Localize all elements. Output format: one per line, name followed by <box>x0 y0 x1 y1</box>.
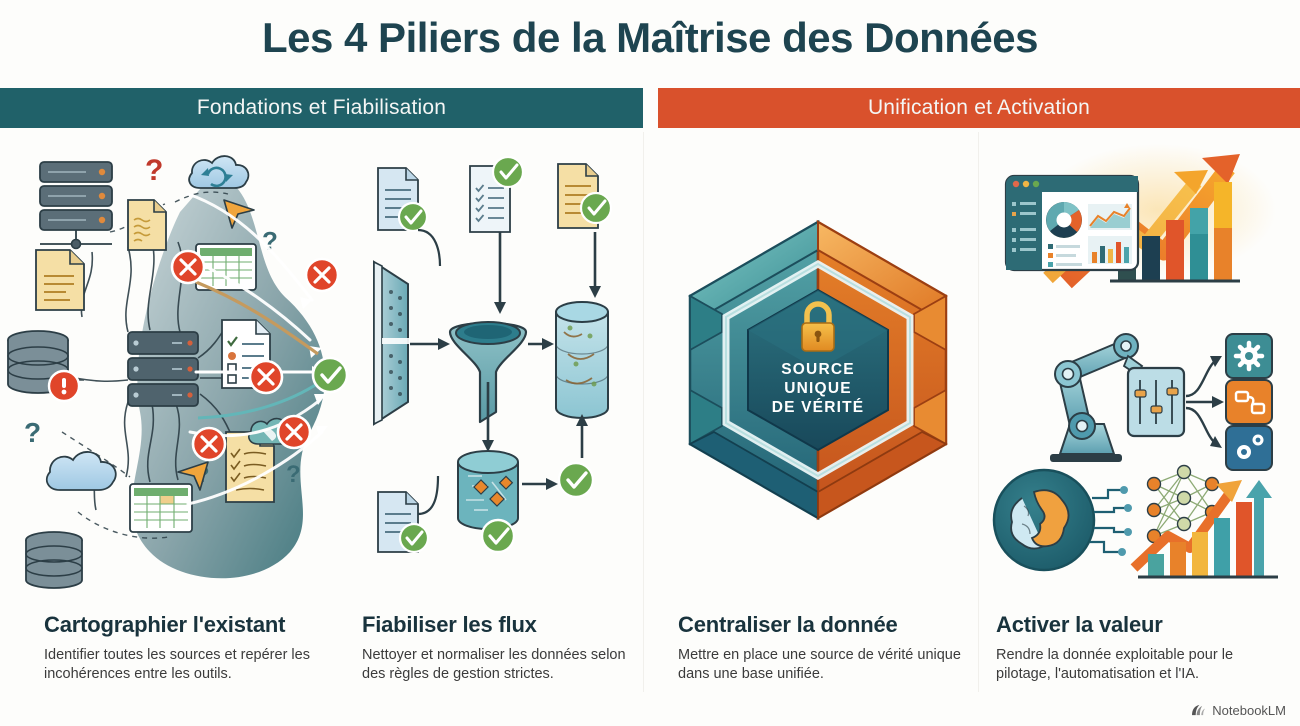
data-cylinder-icon <box>457 450 519 530</box>
error-badge-icon <box>248 359 284 395</box>
error-badge-icon <box>304 257 340 293</box>
caption-fiabiliser: Fiabiliser les flux Nettoyer et normalis… <box>362 612 642 684</box>
database-warning-icon <box>7 330 81 403</box>
cursor-arrow-icon <box>177 461 209 491</box>
band-unification: Unification et Activation <box>658 88 1300 128</box>
caption-body: Mettre en place une source de vérité uni… <box>678 647 961 682</box>
success-badge-icon <box>480 518 516 554</box>
bar-chart-icon <box>1110 182 1240 283</box>
caption-heading: Activer la valeur <box>996 612 1163 637</box>
spreadsheet-icon <box>129 483 193 533</box>
caption-body: Rendre la donnée exploitable pour le pil… <box>996 647 1234 682</box>
question-mark-icon: ? <box>262 226 278 256</box>
badge-line-1: SOURCE <box>781 361 855 378</box>
flow-arrow-teal <box>197 380 321 420</box>
caption-heading: Cartographier l'existant <box>44 612 286 637</box>
dashboard-growth-group <box>1004 144 1276 289</box>
notebooklm-icon <box>1192 704 1206 716</box>
sidebar-rows <box>1012 202 1036 252</box>
lock-icon <box>801 301 835 352</box>
illustration-centraliser: SOURCE UNIQUE DE VÉRITÉ <box>658 132 978 604</box>
band-left-label: Fondations et Fiabilisation <box>196 96 447 119</box>
database-icon <box>25 531 83 589</box>
question-mark-icon: ? <box>145 154 163 187</box>
band-right-label: Unification et Activation <box>867 96 1091 119</box>
filter-sieve-icon <box>373 260 410 426</box>
circuit-nodes <box>1118 486 1132 556</box>
hexagon-shield: SOURCE UNIQUE DE VÉRITÉ <box>688 219 948 521</box>
flow-arrow-tan <box>195 280 319 356</box>
notebooklm-watermark: NotebookLM <box>1191 703 1286 718</box>
legend-rows <box>1048 244 1082 267</box>
illustration-activer <box>978 132 1300 604</box>
caption-body: Nettoyer et normaliser les données selon… <box>362 647 626 682</box>
caption-heading: Centraliser la donnée <box>678 612 898 637</box>
panel-divider-2 <box>978 132 979 692</box>
document-icon <box>35 249 85 311</box>
brain-icon <box>992 468 1096 572</box>
automation-group <box>1050 333 1273 471</box>
page-title: Les 4 Piliers de la Maîtrise des Données <box>261 14 1039 61</box>
cloud-icon <box>46 451 117 491</box>
automation-arrowheads <box>1210 356 1224 448</box>
success-badge-icon <box>491 155 525 189</box>
success-badge-icon <box>311 356 349 394</box>
caption-cartographier: Cartographier l'existant Identifier tout… <box>44 612 344 684</box>
question-mark-icon: ? <box>286 461 301 488</box>
tile-workflow <box>1225 379 1273 425</box>
error-badge-icon <box>191 426 227 462</box>
band-fondations: Fondations et Fiabilisation <box>0 88 643 128</box>
illustration-cartographier: ? ? ? ? ? <box>0 132 349 604</box>
cursor-arrow-icon <box>223 199 255 229</box>
donut-chart-icon <box>1046 201 1082 238</box>
ai-insight-group <box>992 464 1278 579</box>
success-badge-icon <box>579 191 613 225</box>
server-stack-icon <box>39 161 113 250</box>
caption-body: Identifier toutes les sources et repérer… <box>44 647 310 682</box>
mini-bar-chart-icon <box>1088 236 1132 264</box>
success-badge-icon <box>398 522 430 554</box>
error-badge-icon <box>170 249 206 285</box>
panel-divider-1 <box>643 132 644 692</box>
error-badge-icon <box>276 414 312 450</box>
badge-line-3: DE VÉRITÉ <box>772 399 865 416</box>
control-panel-icon <box>1126 366 1186 438</box>
success-badge-icon <box>397 201 429 233</box>
tile-gear <box>1225 333 1273 379</box>
caption-activer: Activer la valeur Rendre la donnée explo… <box>996 612 1266 684</box>
funnel-icon <box>448 321 528 424</box>
pipeline-arrows <box>410 232 597 486</box>
watermark-label: NotebookLM <box>1212 703 1286 718</box>
captions-row: Cartographier l'existant Identifier tout… <box>0 612 1300 726</box>
data-cylinder-icon <box>555 301 609 419</box>
caption-heading: Fiabiliser les flux <box>362 612 537 637</box>
cloud-sync-icon <box>188 155 250 189</box>
illustration-fiabiliser <box>340 132 643 604</box>
line-chart-icon <box>1088 203 1132 230</box>
growth-chart-icon <box>1130 480 1278 579</box>
dashboard-window <box>1004 174 1140 272</box>
pipeline-connectors <box>417 228 442 516</box>
question-mark-icon: ? <box>24 417 41 448</box>
badge-line-2: UNIQUE <box>784 380 851 397</box>
document-icon <box>127 199 167 251</box>
caption-centraliser: Centraliser la donnée Mettre en place un… <box>678 612 968 684</box>
circuit-traces <box>1090 488 1126 554</box>
tile-gears <box>1225 425 1273 471</box>
central-server-icon <box>127 331 199 407</box>
illustration-row: ? ? ? ? ? <box>0 132 1300 604</box>
automation-arrows <box>1185 359 1217 445</box>
success-badge-icon <box>557 461 595 499</box>
pipeline-arrowheads <box>438 286 601 490</box>
